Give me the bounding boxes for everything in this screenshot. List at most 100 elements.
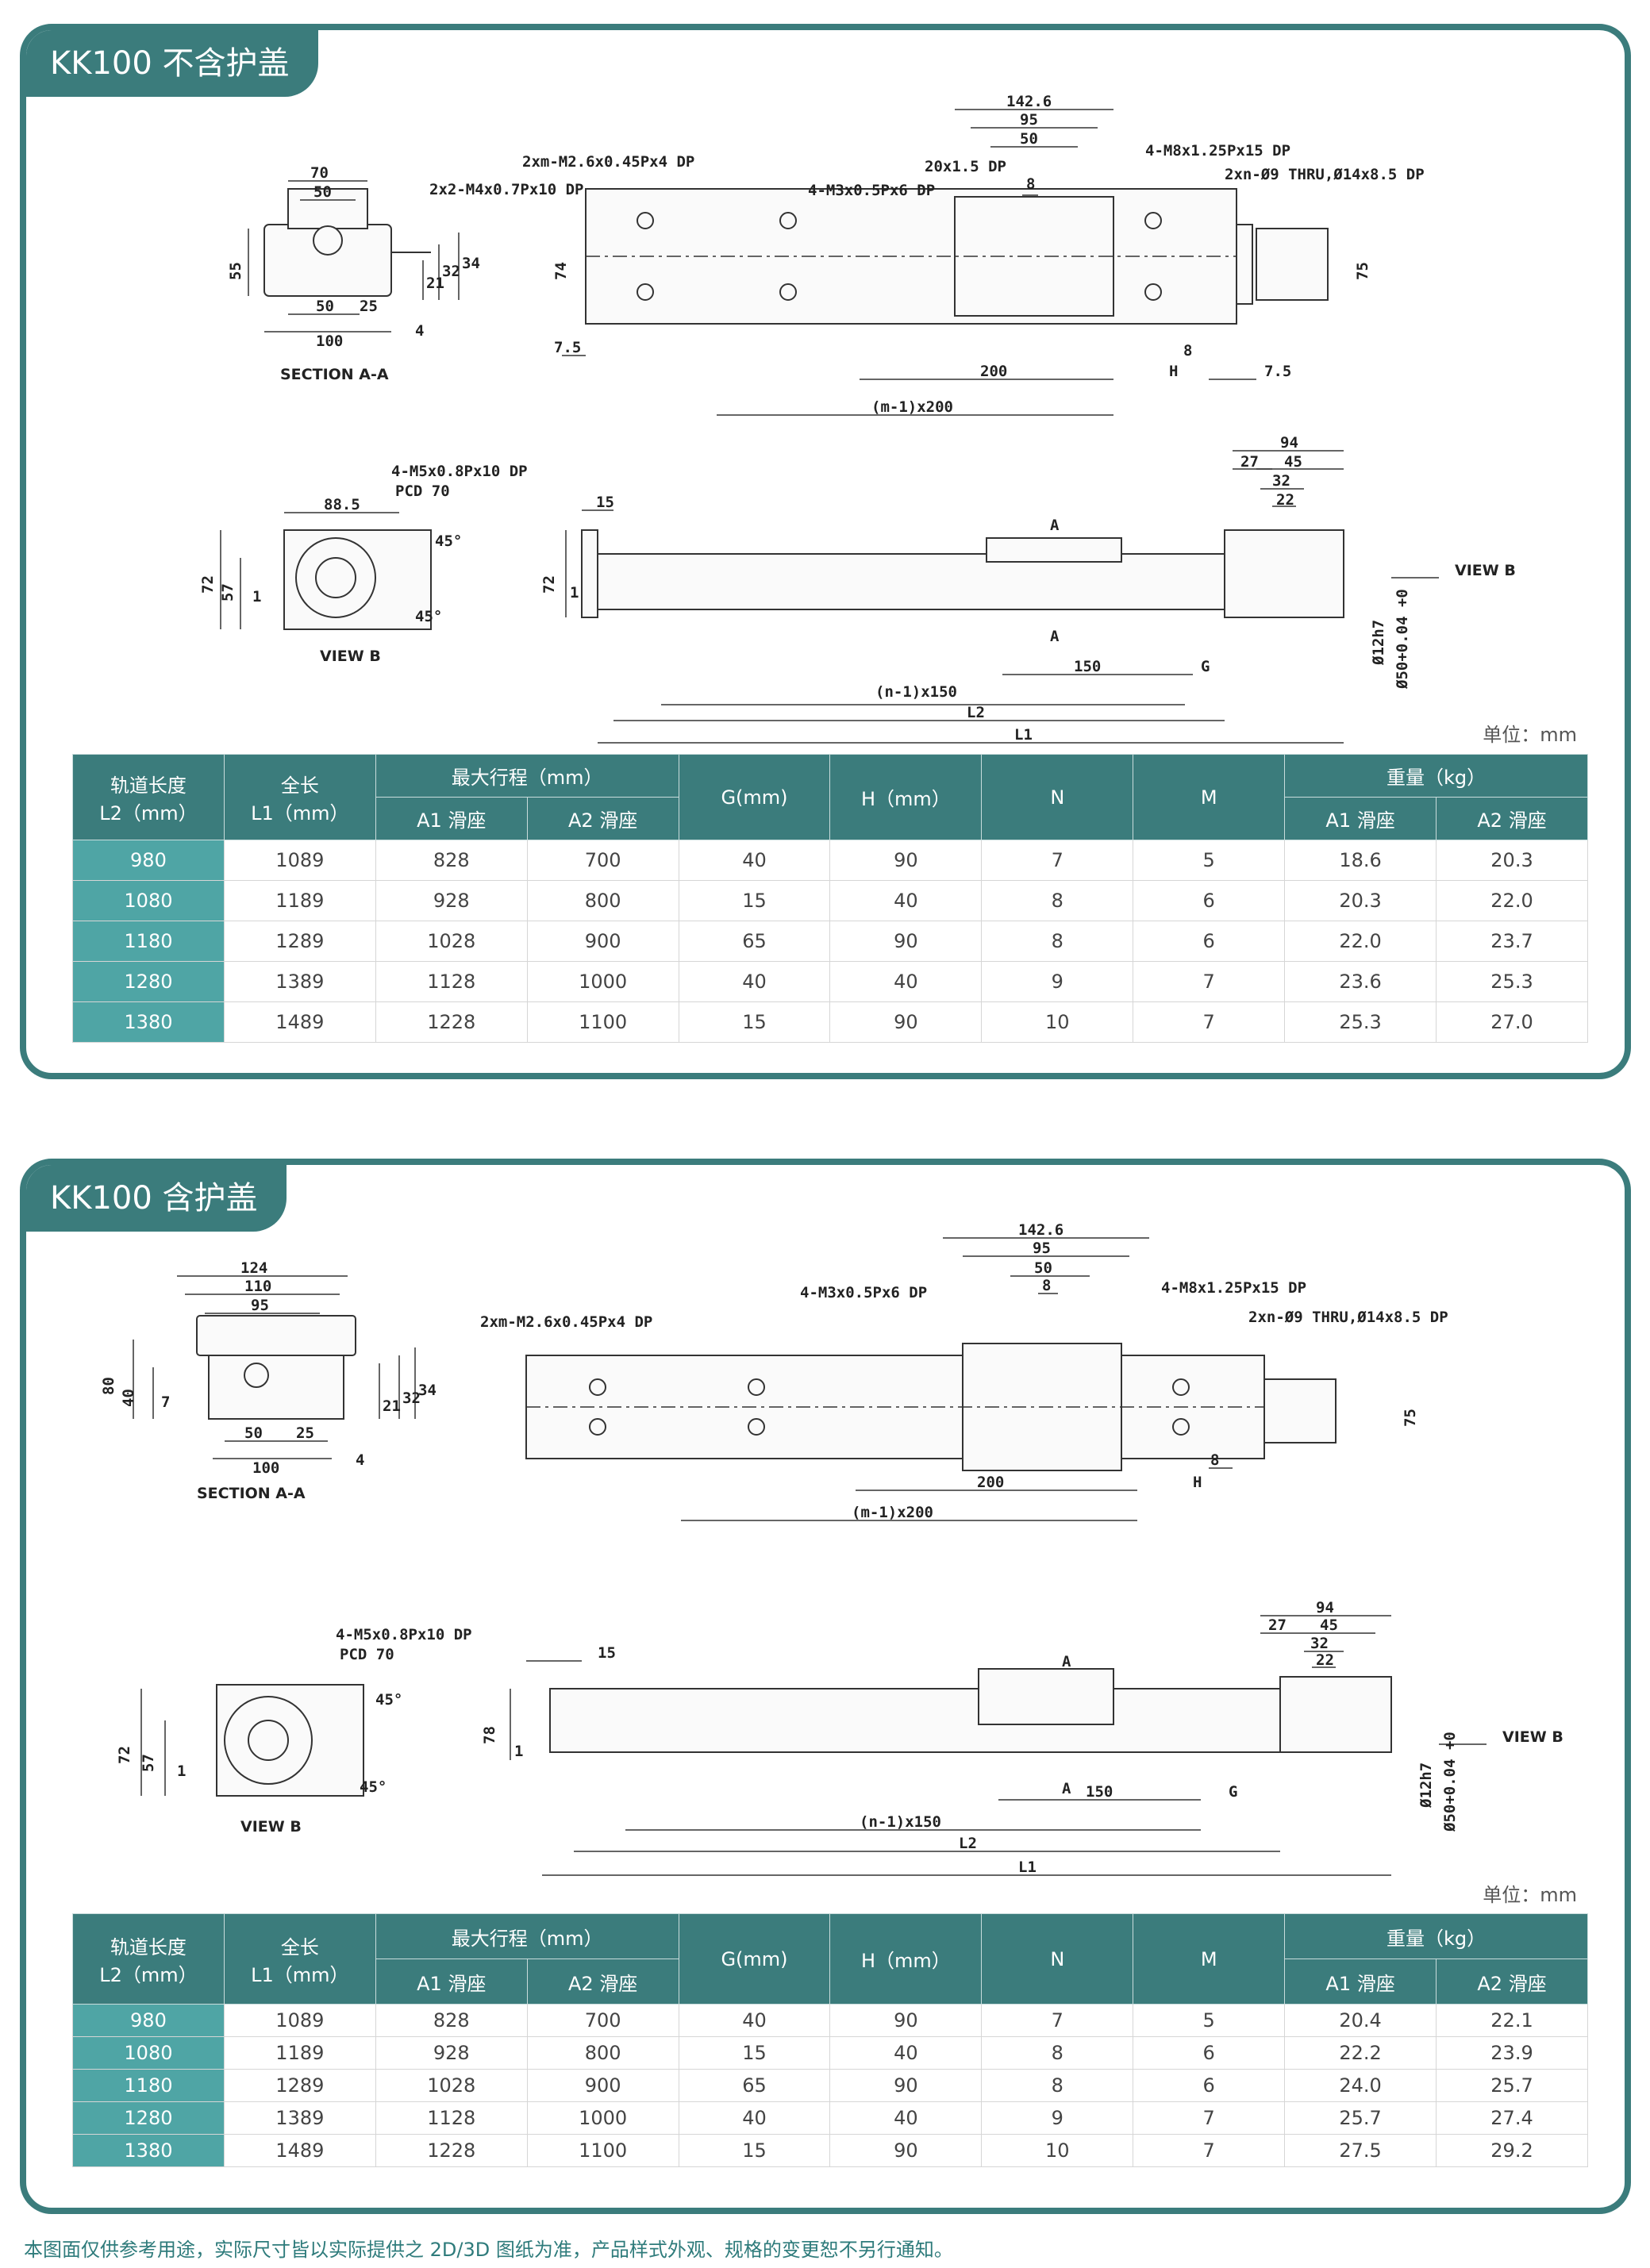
dim-dia50: Ø50+0.04 +0 — [1441, 1732, 1459, 1832]
dim-142-6: 142.6 — [1006, 93, 1052, 110]
cell: 1100 — [526, 1001, 679, 1043]
cell: 1389 — [223, 961, 376, 1002]
cell: 1089 — [223, 840, 376, 881]
head-h: H（mm） — [829, 1913, 983, 2005]
dim-27: 27 — [1268, 1616, 1287, 1634]
head-n: N — [981, 1913, 1134, 2005]
dim-50: 50 — [1020, 130, 1038, 148]
cell: 1280 — [72, 961, 225, 1002]
section-panel-no-cover: KK100 不含护盖 70 50 55 21 32 34 50 25 — [20, 24, 1631, 1079]
cell: 24.0 — [1284, 2069, 1437, 2102]
cell: 1028 — [375, 2069, 528, 2102]
head-g: G(mm) — [678, 1913, 831, 2005]
cell: 1489 — [223, 2134, 376, 2167]
cell: 29.2 — [1436, 2134, 1588, 2167]
section-title: KK100 含护盖 — [26, 1165, 287, 1232]
cell: 700 — [526, 2004, 679, 2037]
cell: 90 — [829, 2134, 983, 2167]
cell: 700 — [526, 840, 679, 881]
dim-45deg: 45° — [435, 532, 462, 550]
cell: 23.7 — [1436, 921, 1588, 962]
spec-table: 轨道长度 L2（mm） 全长 L1（mm） 最大行程（mm） G(mm) H（m… — [72, 754, 1588, 1043]
cell: 1228 — [375, 1001, 528, 1043]
dim-20x1-5: 20x1.5 DP — [925, 158, 1006, 175]
dim-57: 57 — [219, 583, 237, 602]
callout-m2-6: 2xm-M2.6x0.45Px4 DP — [522, 153, 694, 171]
callout-m4: 2x2-M4x0.7Px10 DP — [429, 181, 583, 198]
head-weight-a2: A2 滑座 — [1436, 797, 1588, 840]
cell: 7 — [981, 840, 1134, 881]
callout-thru: 2xn-Ø9 THRU,Ø14x8.5 DP — [1225, 166, 1425, 183]
dim-8b: 8 — [1183, 342, 1192, 359]
dim-110: 110 — [244, 1278, 271, 1295]
cell: 1000 — [526, 2101, 679, 2135]
callout-m5: 4-M5x0.8Px10 DP — [391, 463, 528, 480]
callout-m8: 4-M8x1.25Px15 DP — [1161, 1279, 1306, 1297]
callout-m8: 4-M8x1.25Px15 DP — [1145, 142, 1290, 160]
cell: 9 — [981, 2101, 1134, 2135]
cell: 90 — [829, 921, 983, 962]
dim-72: 72 — [199, 575, 217, 594]
cell: 20.3 — [1284, 880, 1437, 921]
cell: 928 — [375, 2036, 528, 2070]
dim-22: 22 — [1316, 1651, 1334, 1669]
head-stroke-a1: A1 滑座 — [375, 797, 528, 840]
cell: 27.5 — [1284, 2134, 1437, 2167]
cell: 8 — [981, 880, 1134, 921]
cell: 9 — [981, 961, 1134, 1002]
section-panel-with-cover: KK100 含护盖 124 110 95 80 40 7 21 32 — [20, 1159, 1631, 2214]
cell: 7 — [981, 2004, 1134, 2037]
cell: 10 — [981, 1001, 1134, 1043]
dim-50b: 50 — [316, 298, 334, 315]
dim-40: 40 — [120, 1389, 137, 1407]
cell: 5 — [1133, 2004, 1286, 2037]
dim-200: 200 — [977, 1474, 1004, 1491]
technical-drawing: 124 110 95 80 40 7 21 32 34 50 25 100 4 … — [26, 1165, 1625, 1879]
dim-4: 4 — [415, 322, 424, 340]
cell: 1089 — [223, 2004, 376, 2037]
cell: 8 — [981, 2036, 1134, 2070]
dim-7-5: 7.5 — [554, 339, 581, 356]
dim-150: 150 — [1086, 1783, 1113, 1801]
dim-32: 32 — [402, 1390, 421, 1407]
label-view-b: VIEW B — [320, 648, 381, 665]
dim-55: 55 — [227, 262, 244, 280]
dim-50: 50 — [244, 1424, 263, 1442]
head-weight: 重量（kg） — [1284, 1913, 1588, 1959]
cell: 1128 — [375, 961, 528, 1002]
dim-25: 25 — [360, 298, 378, 315]
cell: 1189 — [223, 880, 376, 921]
cell: 800 — [526, 2036, 679, 2070]
table-row: 1180 1289 1028 900 65 90 8 6 24.0 25.7 — [72, 2069, 1588, 2102]
cell: 15 — [678, 1001, 831, 1043]
cell: 25.7 — [1284, 2101, 1437, 2135]
dim-15: 15 — [598, 1644, 616, 1662]
cell: 27.4 — [1436, 2101, 1588, 2135]
dim-50b: 50 — [1034, 1259, 1052, 1277]
cell: 65 — [678, 2069, 831, 2102]
dim-n-1x150: (n-1)x150 — [875, 683, 957, 701]
cell: 1080 — [72, 880, 225, 921]
dim-57: 57 — [140, 1754, 157, 1772]
cell: 90 — [829, 2069, 983, 2102]
dim-1b: 1 — [177, 1763, 186, 1780]
cell: 1100 — [526, 2134, 679, 2167]
head-l1: 全长 L1（mm） — [223, 1913, 376, 2005]
callout-m2-6: 2xm-M2.6x0.45Px4 DP — [480, 1313, 652, 1331]
table-row: 1380 1489 1228 1100 15 90 10 7 27.5 29.2 — [72, 2134, 1588, 2167]
dim-45deg-b: 45° — [360, 1778, 387, 1796]
cell: 23.6 — [1284, 961, 1437, 1002]
dim-34: 34 — [462, 255, 480, 272]
cell: 27.0 — [1436, 1001, 1588, 1043]
cell: 25.7 — [1436, 2069, 1588, 2102]
dim-75: 75 — [1354, 262, 1371, 280]
unit-label: 单位：mm — [1483, 1884, 1577, 1906]
cell: 1289 — [223, 2069, 376, 2102]
dim-n-1x150: (n-1)x150 — [860, 1813, 941, 1831]
cell: 15 — [678, 880, 831, 921]
dim-h: H — [1193, 1474, 1202, 1491]
dim-dia12: Ø12h7 — [1417, 1763, 1435, 1809]
dim-25: 25 — [296, 1424, 314, 1442]
dim-7-5b: 7.5 — [1264, 363, 1291, 380]
cell: 1080 — [72, 2036, 225, 2070]
